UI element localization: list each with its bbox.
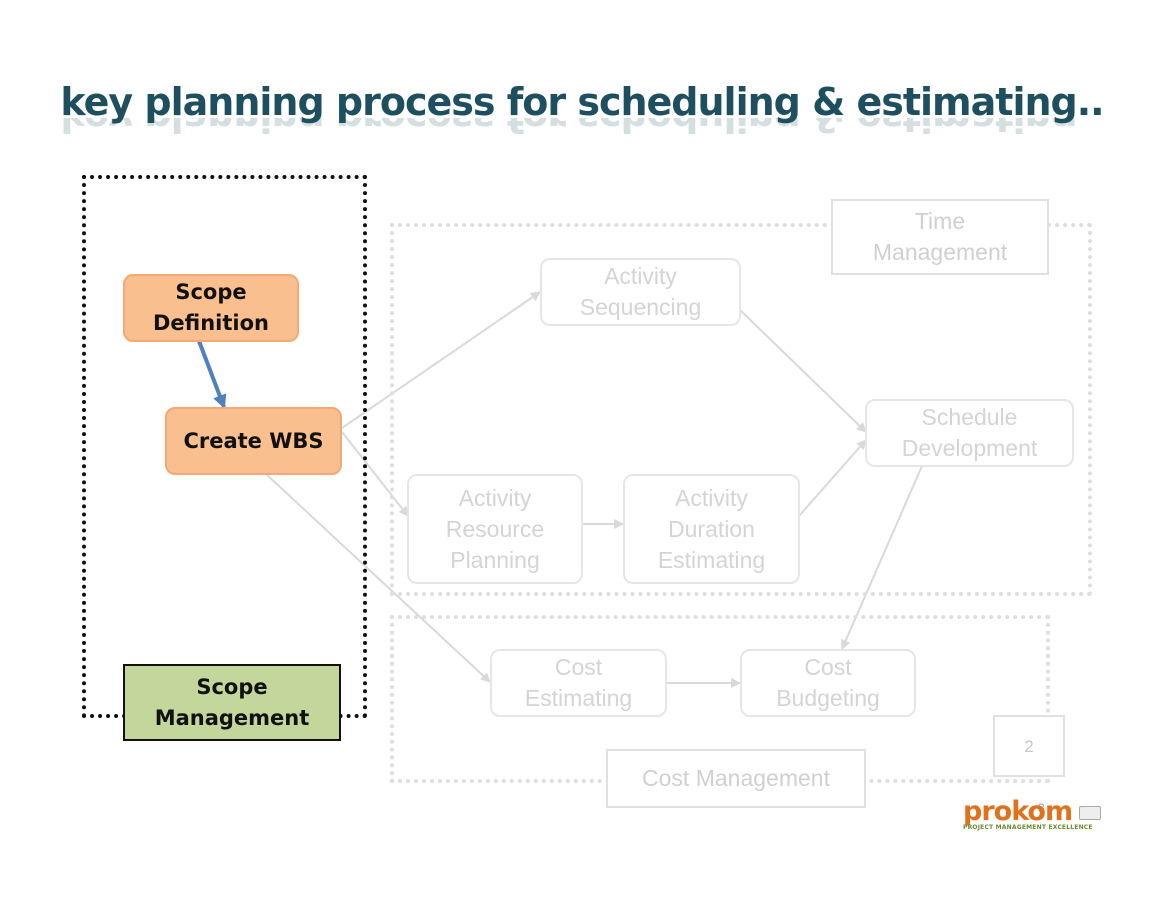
time-management-label: Time Management [831, 199, 1049, 275]
scope-definition-node: Scope Definition [123, 274, 299, 342]
logo-tagline: PROJECT MANAGEMENT EXCELLENCE [963, 824, 1093, 831]
scope-management-label: Scope Management [123, 664, 341, 741]
arrow-duration-to-schedule [798, 439, 867, 517]
arrow-scope-definition-to-wbs [197, 340, 227, 409]
page-box: 2 [993, 715, 1065, 777]
arrow-wbs-to-sequencing [341, 291, 541, 429]
logo-emblem-icon [1079, 806, 1101, 820]
schedule-development-node: Schedule Development [865, 399, 1074, 467]
arrow-wbs-to-resource-planning [341, 431, 409, 517]
activity-sequencing-node: Activity Sequencing [540, 258, 741, 326]
prokom-logo: prokom PROJECT MANAGEMENT EXCELLENCE [963, 796, 1113, 836]
slide-title: key planning process for scheduling & es… [60, 80, 1104, 124]
cost-estimating-node: Cost Estimating [490, 649, 667, 717]
time-management-group [390, 223, 1092, 596]
cost-budgeting-node: Cost Budgeting [740, 649, 916, 717]
create-wbs-node: Create WBS [165, 407, 342, 475]
activity-duration-estimating-node: Activity Duration Estimating [623, 474, 800, 584]
logo-wordmark: prokom [963, 796, 1073, 827]
cost-management-label: Cost Management [606, 749, 866, 808]
arrow-wbs-to-cost-estimating [265, 473, 491, 683]
arrow-sequencing-to-schedule [739, 309, 867, 433]
page-number: 3 [1038, 801, 1045, 815]
activity-resource-planning-node: Activity Resource Planning [407, 474, 583, 584]
